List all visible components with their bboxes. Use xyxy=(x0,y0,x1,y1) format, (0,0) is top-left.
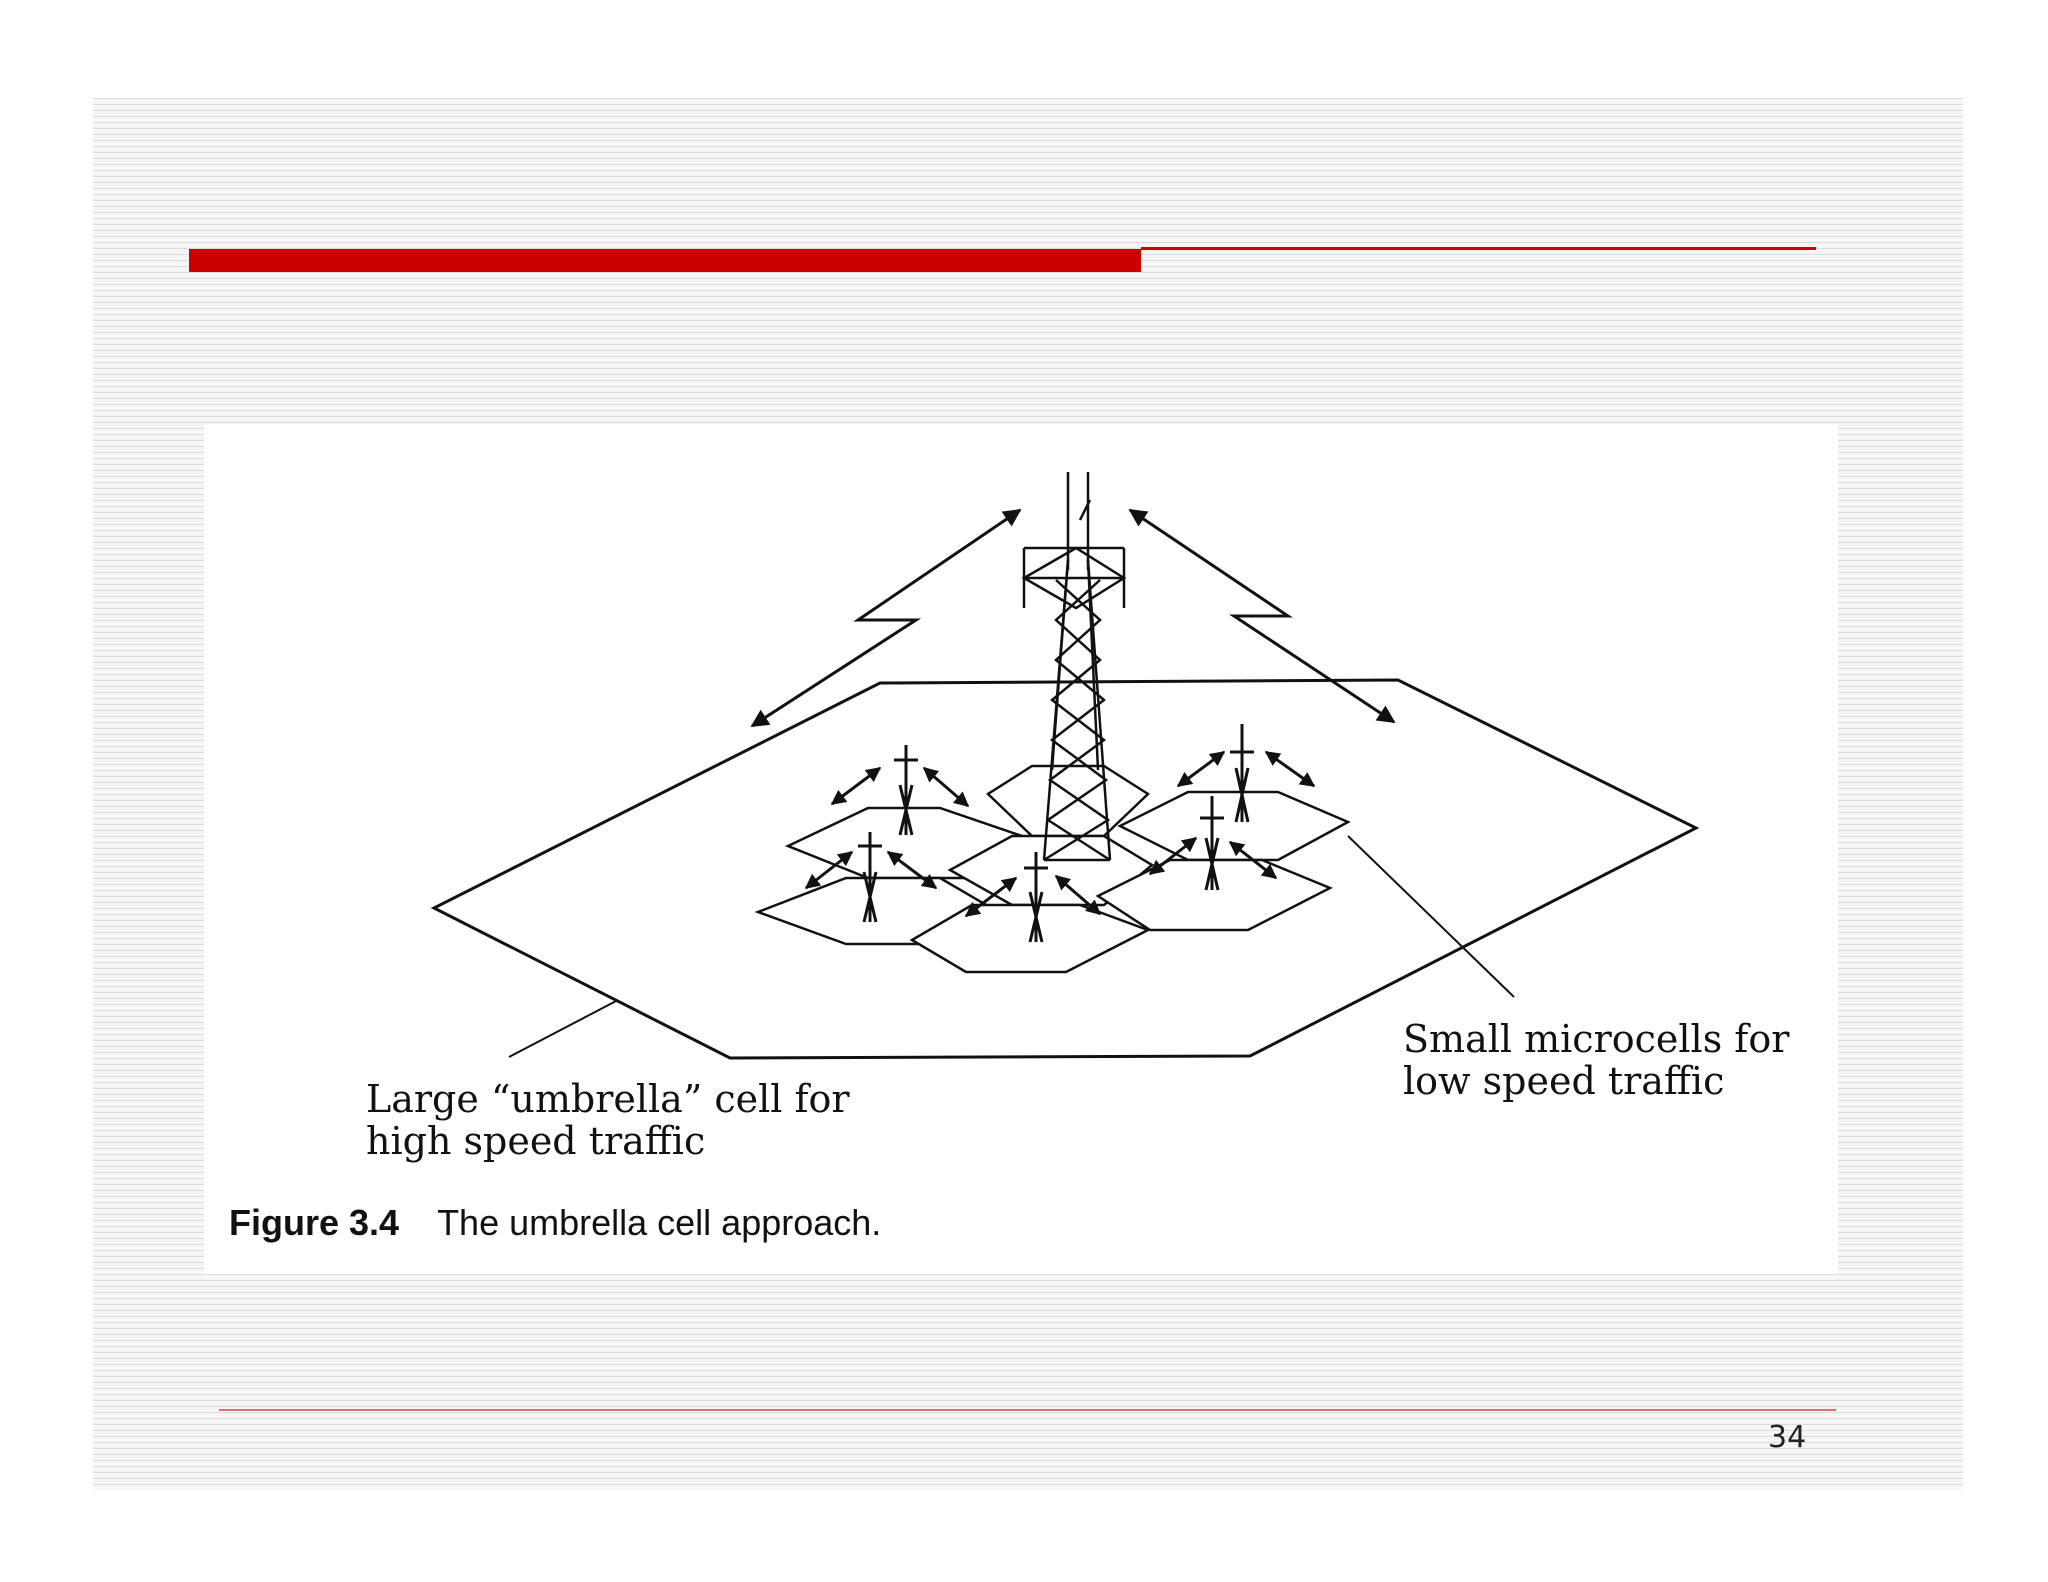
umbrella-label-line2: high speed traffic xyxy=(366,1119,706,1163)
tower-icon xyxy=(1021,472,1127,862)
small-tower-icon xyxy=(858,832,882,923)
footer-divider xyxy=(219,1409,1836,1411)
microcell-leader-line xyxy=(1347,835,1515,998)
small-tower-icon xyxy=(1024,852,1048,943)
small-tower-icon xyxy=(894,745,918,836)
figure-caption-text: The umbrella cell approach. xyxy=(437,1202,882,1243)
small-tower-icon xyxy=(1200,796,1224,891)
umbrella-leader-line xyxy=(508,999,619,1058)
microcell-arrows xyxy=(804,750,1316,918)
right-lightning-arrow xyxy=(1128,508,1396,724)
title-accent-line xyxy=(1141,247,1816,250)
microcell-tower-icons xyxy=(858,724,1254,943)
umbrella-label-line1: Large “umbrella” cell for xyxy=(366,1077,850,1121)
small-tower-icon xyxy=(1230,724,1254,823)
microcell-label-line2: low speed traffic xyxy=(1403,1059,1725,1103)
left-lightning-arrow xyxy=(750,508,1022,728)
figure-number: Figure 3.4 xyxy=(229,1202,400,1243)
umbrella-cell-outline xyxy=(430,678,1700,1060)
title-accent-bar xyxy=(189,249,1141,272)
page-number: 34 xyxy=(1768,1420,1807,1455)
microcell-label-line1: Small microcells for xyxy=(1403,1017,1790,1061)
microcell-group xyxy=(754,764,1351,974)
figure-caption: Figure 3.4 The umbrella cell approach. xyxy=(229,1202,881,1244)
microcell xyxy=(1117,790,1351,862)
